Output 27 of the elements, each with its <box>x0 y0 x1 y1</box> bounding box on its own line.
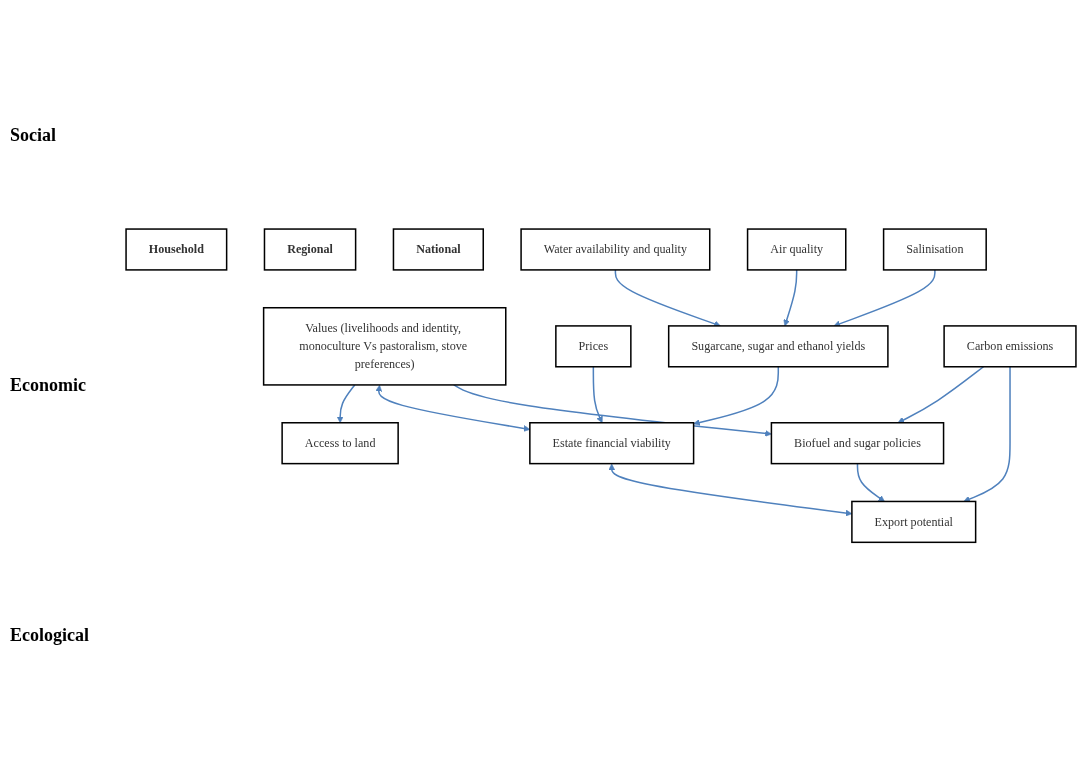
arrow <box>592 365 603 423</box>
row-heading: Social <box>10 124 57 146</box>
arrow <box>856 462 885 502</box>
arrow <box>336 384 356 423</box>
arrow <box>833 268 936 327</box>
row-heading: Economic <box>10 375 87 396</box>
node-box: Estate financial viability <box>529 421 695 465</box>
node-box: Values (livelihoods and identity, monoculture Vs pastoralism, stove preferences) <box>262 306 507 386</box>
arrow <box>693 365 780 426</box>
node-box: Salinisation <box>882 228 987 271</box>
node-box: Export potential <box>851 500 977 543</box>
arrow <box>783 268 798 326</box>
node-box: Household <box>125 228 228 271</box>
node-box: Sugarcane, sugar and ethanol yields <box>667 324 889 368</box>
node-box: Biofuel and sugar policies <box>770 421 945 465</box>
arrow <box>897 365 985 423</box>
arrow <box>963 365 1011 503</box>
node-box: National <box>392 228 484 271</box>
node-box: Access to land <box>281 421 399 465</box>
row-heading: Ecological <box>10 625 90 647</box>
node-box: Regional <box>263 228 357 271</box>
arrow <box>453 384 772 437</box>
node-box: Water availability and quality <box>520 228 711 271</box>
arrow <box>614 268 721 327</box>
node-box: Prices <box>555 324 632 368</box>
node-box: Carbon emissions <box>943 324 1077 368</box>
node-box: Air quality <box>746 228 847 271</box>
